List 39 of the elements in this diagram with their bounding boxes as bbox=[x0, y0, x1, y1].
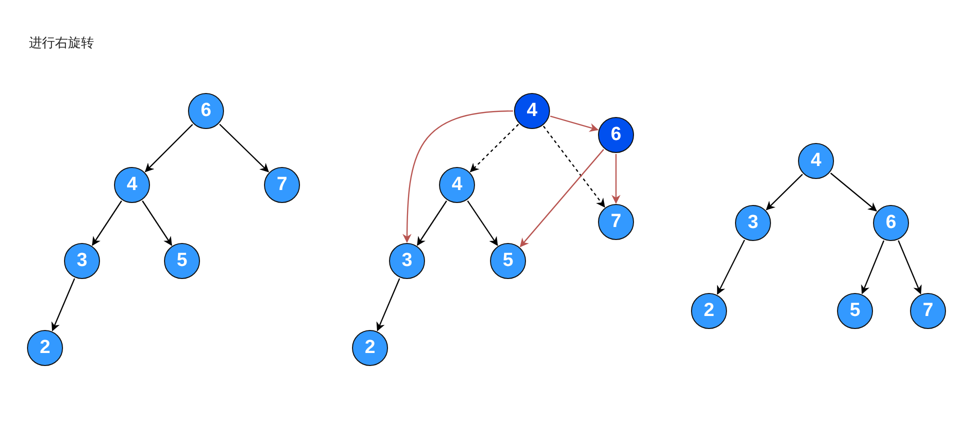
arrow bbox=[716, 240, 746, 295]
tree-node: 4 bbox=[114, 167, 150, 203]
tree-node: 2 bbox=[352, 330, 388, 366]
tree-node: 5 bbox=[164, 243, 200, 279]
arrow bbox=[542, 126, 606, 208]
arrow bbox=[766, 174, 803, 210]
tree-node: 5 bbox=[837, 293, 873, 329]
tree-node: 6 bbox=[188, 93, 224, 129]
arrow bbox=[219, 124, 270, 172]
arrow bbox=[612, 154, 620, 204]
tree-node: 4 bbox=[514, 93, 550, 129]
arrow bbox=[470, 124, 519, 172]
arrow bbox=[416, 200, 448, 246]
tree-node: 3 bbox=[64, 243, 100, 279]
arrow bbox=[898, 240, 922, 294]
tree-node: 3 bbox=[735, 205, 771, 241]
arrow bbox=[51, 278, 76, 332]
arrow bbox=[550, 116, 599, 132]
arrow bbox=[144, 124, 193, 172]
tree-node: 6 bbox=[598, 117, 634, 153]
tree-node: 6 bbox=[873, 205, 909, 241]
arrow bbox=[467, 200, 498, 246]
tree-node: 7 bbox=[910, 293, 946, 329]
arrow bbox=[402, 110, 514, 243]
title: 进行右旋转 bbox=[29, 35, 94, 52]
tree-node: 2 bbox=[691, 293, 727, 329]
arrow bbox=[376, 278, 400, 332]
arrow bbox=[520, 149, 604, 248]
tree-node: 2 bbox=[27, 330, 63, 366]
tree-node: 3 bbox=[389, 243, 425, 279]
arrow bbox=[92, 200, 122, 246]
tree-node: 7 bbox=[264, 167, 300, 203]
arrow bbox=[861, 240, 884, 294]
tree-node: 4 bbox=[439, 167, 475, 203]
tree-node: 5 bbox=[490, 243, 526, 279]
tree-node: 7 bbox=[598, 204, 634, 240]
arrow bbox=[830, 172, 878, 212]
tree-node: 4 bbox=[798, 143, 834, 179]
arrow bbox=[142, 200, 172, 246]
